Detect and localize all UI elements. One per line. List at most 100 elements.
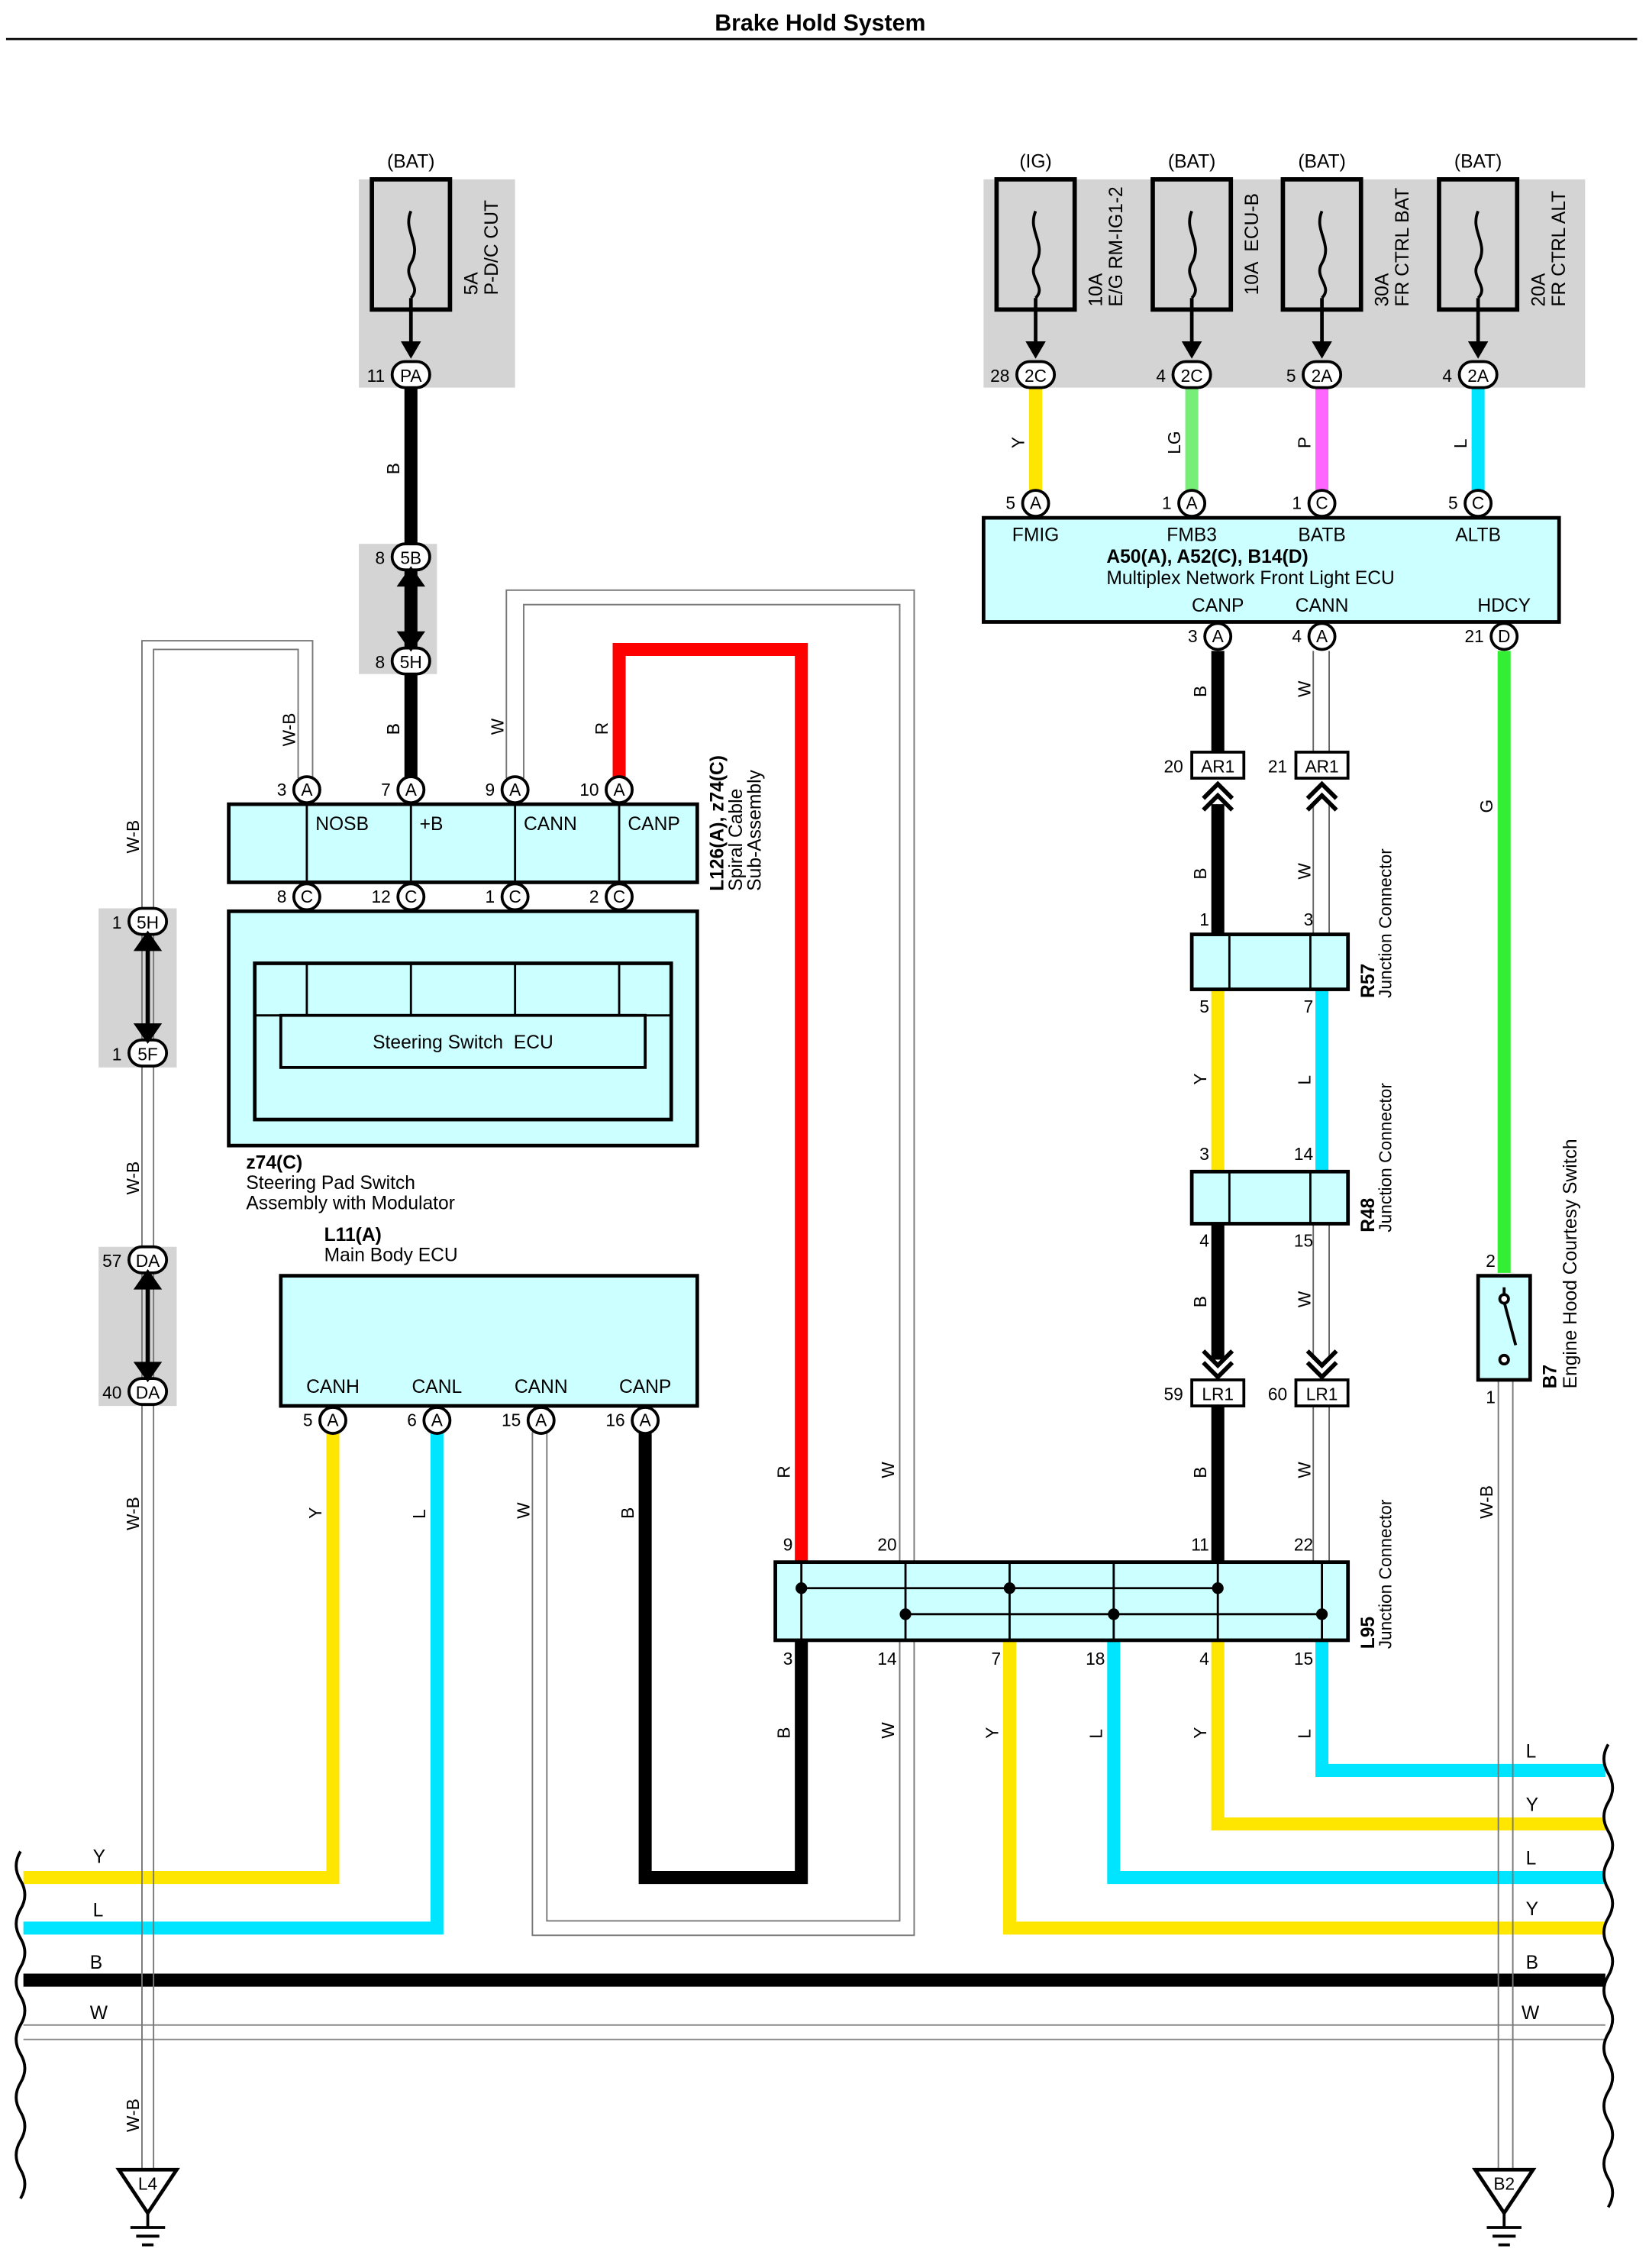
spiral-name-1: Spiral Cable xyxy=(726,789,747,891)
main-ecu-conn-2: A xyxy=(431,1410,444,1430)
steering-pad-name-1: Steering Pad Switch xyxy=(246,1173,415,1194)
lr1-conn-1: LR1 xyxy=(1202,1384,1234,1404)
bus-right-w: W xyxy=(1522,2003,1540,2024)
spiral-bot-num-1: 8 xyxy=(277,887,287,906)
fecu-label-fmig: FMIG xyxy=(1012,525,1060,545)
spiral-cable-box xyxy=(227,802,699,884)
fuse-source-3: (BAT) xyxy=(1168,152,1215,173)
wl-wb-4: W-B xyxy=(123,2098,143,2132)
fecu-bot-conn-1: A xyxy=(1212,626,1225,646)
main-ecu-num-3: 15 xyxy=(502,1410,521,1430)
bus-left-y: Y xyxy=(93,1847,105,1868)
main-ecu-pins xyxy=(318,1406,660,1435)
r48-pin-3: 3 xyxy=(1199,1144,1209,1164)
steering-ecu-label: Steering Switch ECU xyxy=(373,1032,553,1053)
spiral-name-2: Sub-Assembly xyxy=(745,769,766,890)
junction-r48 xyxy=(1189,1169,1351,1226)
spiral-top-conn-3: A xyxy=(509,780,521,800)
fuse-source-5: (BAT) xyxy=(1454,152,1502,173)
junction-l95 xyxy=(773,1560,1351,1643)
wl-r-y1: Y xyxy=(1190,1073,1210,1084)
wl-cann: W xyxy=(488,718,508,735)
fuse-rating-4: 30A xyxy=(1373,273,1393,306)
b7-pin-1: 1 xyxy=(1486,1387,1496,1407)
wl-canp2: B xyxy=(618,1507,637,1519)
wl-r-w2: W xyxy=(1294,863,1314,880)
r57-pin-7: 7 xyxy=(1304,997,1314,1016)
fuse-conn-1: PA xyxy=(400,366,422,386)
inline-conn-5h: 5H xyxy=(400,652,422,672)
spiral-top-num-2: 7 xyxy=(381,780,391,800)
main-ecu-ref: L11(A) xyxy=(324,1225,382,1245)
bus-right-y2: Y xyxy=(1526,1899,1538,1920)
fecu-bot-conn-3: D xyxy=(1498,626,1510,646)
spiral-bot-conn-2: C xyxy=(405,887,417,906)
fuse-name-3: ECU-B xyxy=(1242,193,1263,252)
spiral-label-b: +B xyxy=(420,814,444,835)
bus-right-l1: L xyxy=(1526,1741,1537,1762)
spiral-top-num-1: 3 xyxy=(277,780,287,800)
wl-r-l1: L xyxy=(1294,1075,1314,1085)
wl-r-w1: W xyxy=(1294,680,1314,697)
l95-bot-7: 7 xyxy=(991,1649,1001,1669)
l95-dots xyxy=(795,1582,1328,1620)
spiral-bot-conn-1: C xyxy=(301,887,313,906)
ar1-conn-1: AR1 xyxy=(1201,756,1234,776)
main-ecu-conn-1: A xyxy=(327,1410,339,1430)
spiral-top-num-4: 10 xyxy=(579,780,599,800)
wl-r-w4: W xyxy=(1294,1462,1314,1478)
inline-pin-5b: 8 xyxy=(376,548,386,568)
fuse-elements xyxy=(407,210,1483,299)
bus-left-b: B xyxy=(90,1953,102,1973)
b7-name: Engine Hood Courtesy Switch xyxy=(1560,1139,1581,1388)
fuse-source-1: (BAT) xyxy=(387,152,434,173)
l95-top-22: 22 xyxy=(1294,1535,1313,1555)
inline-pin-5f: 1 xyxy=(112,1044,122,1064)
fecu-bot-num-1: 3 xyxy=(1188,626,1198,646)
l95-bot-3: 3 xyxy=(783,1649,793,1669)
fecu-top-conn-4: C xyxy=(1472,493,1484,513)
inline-conn-da1: DA xyxy=(136,1251,160,1271)
main-ecu-num-1: 5 xyxy=(303,1410,313,1430)
wl-canl: L xyxy=(409,1509,429,1519)
wire-label-fuse5: L xyxy=(1451,439,1470,449)
wl-r-b4: B xyxy=(1190,1467,1210,1478)
fecu-label-batb: BATB xyxy=(1298,525,1345,545)
main-ecu-label-canh: CANH xyxy=(306,1377,360,1397)
l95-bot-18: 18 xyxy=(1086,1649,1105,1669)
wl-nosb: W-B xyxy=(279,713,299,747)
fuse-pin-1: 11 xyxy=(367,366,386,386)
front-ecu-pins xyxy=(1021,489,1519,651)
fuse-pin-2: 28 xyxy=(990,366,1009,386)
wl-l95-l2: L xyxy=(1294,1729,1314,1739)
fuse-rating-1: 5A xyxy=(461,272,482,296)
fecu-ref: A50(A), A52(C), B14(D) xyxy=(1106,547,1308,567)
inline-pin-5h2: 1 xyxy=(112,913,122,932)
fuse-rating-5: 20A xyxy=(1528,273,1549,306)
spiral-label-cann: CANN xyxy=(524,814,577,835)
main-ecu-label-cann: CANN xyxy=(515,1377,568,1397)
wl-l95-l1: L xyxy=(1086,1729,1106,1739)
ar1-pin-1: 20 xyxy=(1163,756,1183,776)
r48-pin-15: 15 xyxy=(1294,1231,1313,1251)
fecu-top-num-1: 5 xyxy=(1005,493,1015,513)
fecu-top-conn-1: A xyxy=(1030,493,1042,513)
r57-pin-3: 3 xyxy=(1304,909,1314,929)
wl-l95-y2: Y xyxy=(1190,1727,1210,1739)
r57-name: Junction Connector xyxy=(1376,848,1396,998)
junction-r57 xyxy=(1189,932,1351,991)
fecu-label-fmb3: FMB3 xyxy=(1167,525,1217,545)
fecu-top-num-4: 5 xyxy=(1448,493,1458,513)
fuse-rating-3: 10A xyxy=(1242,261,1263,295)
inline-conn-da2: DA xyxy=(136,1383,160,1403)
main-ecu-conn-3: A xyxy=(535,1410,547,1430)
spiral-bot-num-2: 12 xyxy=(371,887,390,906)
spiral-bot-num-4: 2 xyxy=(589,887,599,906)
lr1-pin-2: 60 xyxy=(1268,1384,1287,1404)
fuse-rating-2: 10A xyxy=(1086,273,1107,306)
ar1-lr1 xyxy=(1190,751,1350,1407)
bus-right-y1: Y xyxy=(1526,1795,1538,1815)
main-ecu-label-canl: CANL xyxy=(412,1377,463,1397)
fuse-conn-5: 2A xyxy=(1467,366,1489,386)
